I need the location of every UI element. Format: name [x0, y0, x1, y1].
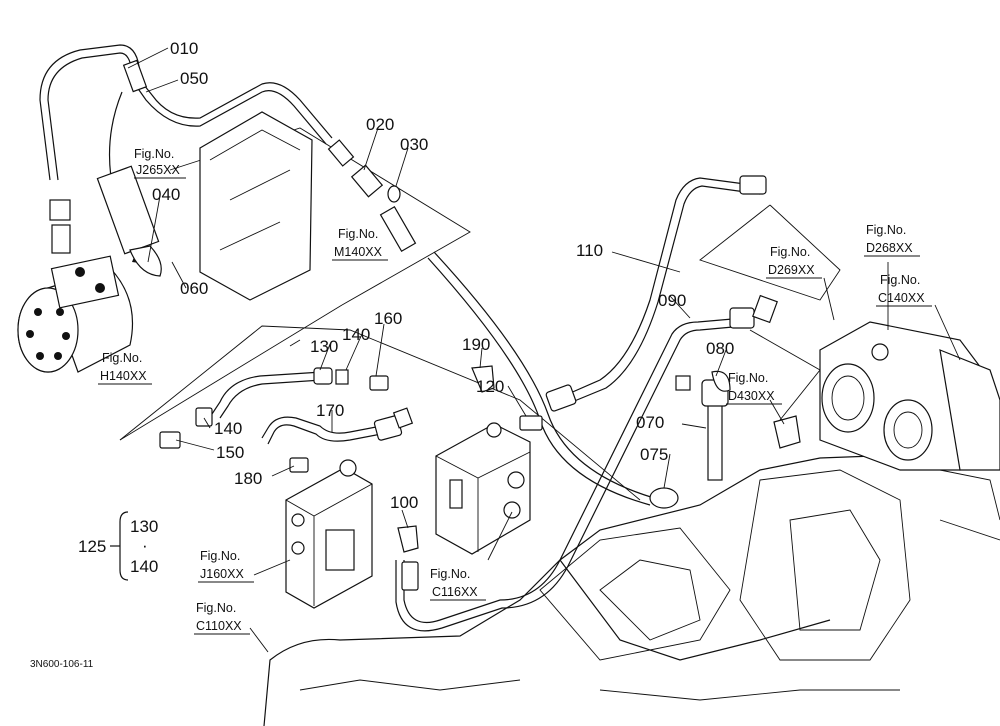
fitting-020 — [327, 139, 417, 253]
fig-ref-c116: Fig.No. C116XX — [430, 567, 486, 601]
pipe-110 — [545, 175, 767, 412]
part-label-070: 070 — [636, 413, 664, 432]
figure-refs: Fig.No. J265XX Fig.No. M140XX Fig.No. H1… — [98, 147, 932, 635]
svg-text:H140XX: H140XX — [100, 369, 147, 383]
svg-text:Fig.No.: Fig.No. — [200, 549, 240, 563]
pipe-170 — [261, 415, 403, 445]
svg-text:Fig.No.: Fig.No. — [866, 223, 906, 237]
part-labels: 010 050 020 030 040 060 110 090 080 070 … — [152, 39, 734, 512]
bracket-d430 — [773, 415, 801, 449]
part-label-190: 190 — [462, 335, 490, 354]
svg-text:M140XX: M140XX — [334, 245, 383, 259]
bracket-m140 — [96, 111, 313, 301]
part-label-130: 130 — [310, 337, 338, 356]
part-label-180: 180 — [234, 469, 262, 488]
fig-ref-m140: Fig.No. M140XX — [332, 227, 388, 261]
pipe-010 — [39, 44, 333, 181]
group-separator: · — [142, 536, 148, 555]
group-ref-125: 125 130 · 140 — [78, 511, 158, 581]
svg-text:D269XX: D269XX — [768, 263, 815, 277]
group-member-140: 140 — [130, 557, 158, 576]
small-fittings — [159, 365, 543, 591]
svg-text:Fig.No.: Fig.No. — [728, 371, 768, 385]
svg-text:C116XX: C116XX — [432, 585, 478, 599]
housing-d268 — [819, 321, 1000, 471]
part-label-080: 080 — [706, 339, 734, 358]
svg-text:C110XX: C110XX — [196, 619, 242, 633]
svg-text:Fig.No.: Fig.No. — [134, 147, 174, 161]
fig-ref-j160: Fig.No. J160XX — [198, 549, 254, 583]
svg-text:Fig.No.: Fig.No. — [102, 351, 142, 365]
svg-text:D430XX: D430XX — [728, 389, 775, 403]
part-label-060: 060 — [180, 279, 208, 298]
fig-ref-d269: Fig.No. D269XX — [766, 245, 822, 279]
fig-ref-d268: Fig.No. D268XX — [864, 223, 920, 257]
part-label-170: 170 — [316, 401, 344, 420]
transmission-housing — [263, 453, 1000, 726]
svg-text:D268XX: D268XX — [866, 241, 913, 255]
drawing-code: 3N600-106-11 — [30, 659, 94, 670]
part-label-140-left: 140 — [214, 419, 242, 438]
fig-ref-d430: Fig.No. D430XX — [726, 371, 782, 405]
svg-text:Fig.No.: Fig.No. — [196, 601, 236, 615]
part-label-030: 030 — [400, 135, 428, 154]
svg-text:J160XX: J160XX — [200, 567, 244, 581]
part-label-120: 120 — [476, 377, 504, 396]
svg-text:Fig.No.: Fig.No. — [338, 227, 378, 241]
valve-block-j160 — [285, 459, 373, 609]
svg-text:Fig.No.: Fig.No. — [770, 245, 810, 259]
part-label-150: 150 — [216, 443, 244, 462]
pipe-130 — [211, 367, 333, 419]
part-label-090: 090 — [658, 291, 686, 310]
fig-ref-j265: Fig.No. J265XX — [134, 147, 186, 179]
group-member-130: 130 — [130, 517, 158, 536]
leader-lines — [127, 47, 961, 653]
part-label-110: 110 — [576, 241, 603, 260]
part-label-020: 020 — [366, 115, 394, 134]
fig-ref-c110: Fig.No. C110XX — [194, 601, 250, 635]
part-label-075: 075 — [640, 445, 668, 464]
fig-ref-h140: Fig.No. H140XX — [98, 351, 152, 385]
svg-text:Fig.No.: Fig.No. — [430, 567, 470, 581]
svg-text:Fig.No.: Fig.No. — [880, 273, 920, 287]
part-label-050: 050 — [180, 69, 208, 88]
svg-text:C140XX: C140XX — [878, 291, 925, 305]
pipe-090 — [395, 294, 778, 632]
valve-block-c116 — [435, 422, 531, 555]
part-070 — [675, 370, 731, 481]
fig-ref-c140: Fig.No. C140XX — [876, 273, 932, 307]
part-label-100: 100 — [390, 493, 418, 512]
group-number: 125 — [78, 537, 106, 556]
part-label-010: 010 — [170, 39, 198, 58]
clamp-075 — [649, 487, 679, 509]
svg-text:J265XX: J265XX — [136, 163, 180, 177]
steering-unit — [17, 199, 133, 373]
part-label-160: 160 — [374, 309, 402, 328]
part-label-040: 040 — [152, 185, 180, 204]
part-label-140-top: 140 — [342, 325, 370, 344]
